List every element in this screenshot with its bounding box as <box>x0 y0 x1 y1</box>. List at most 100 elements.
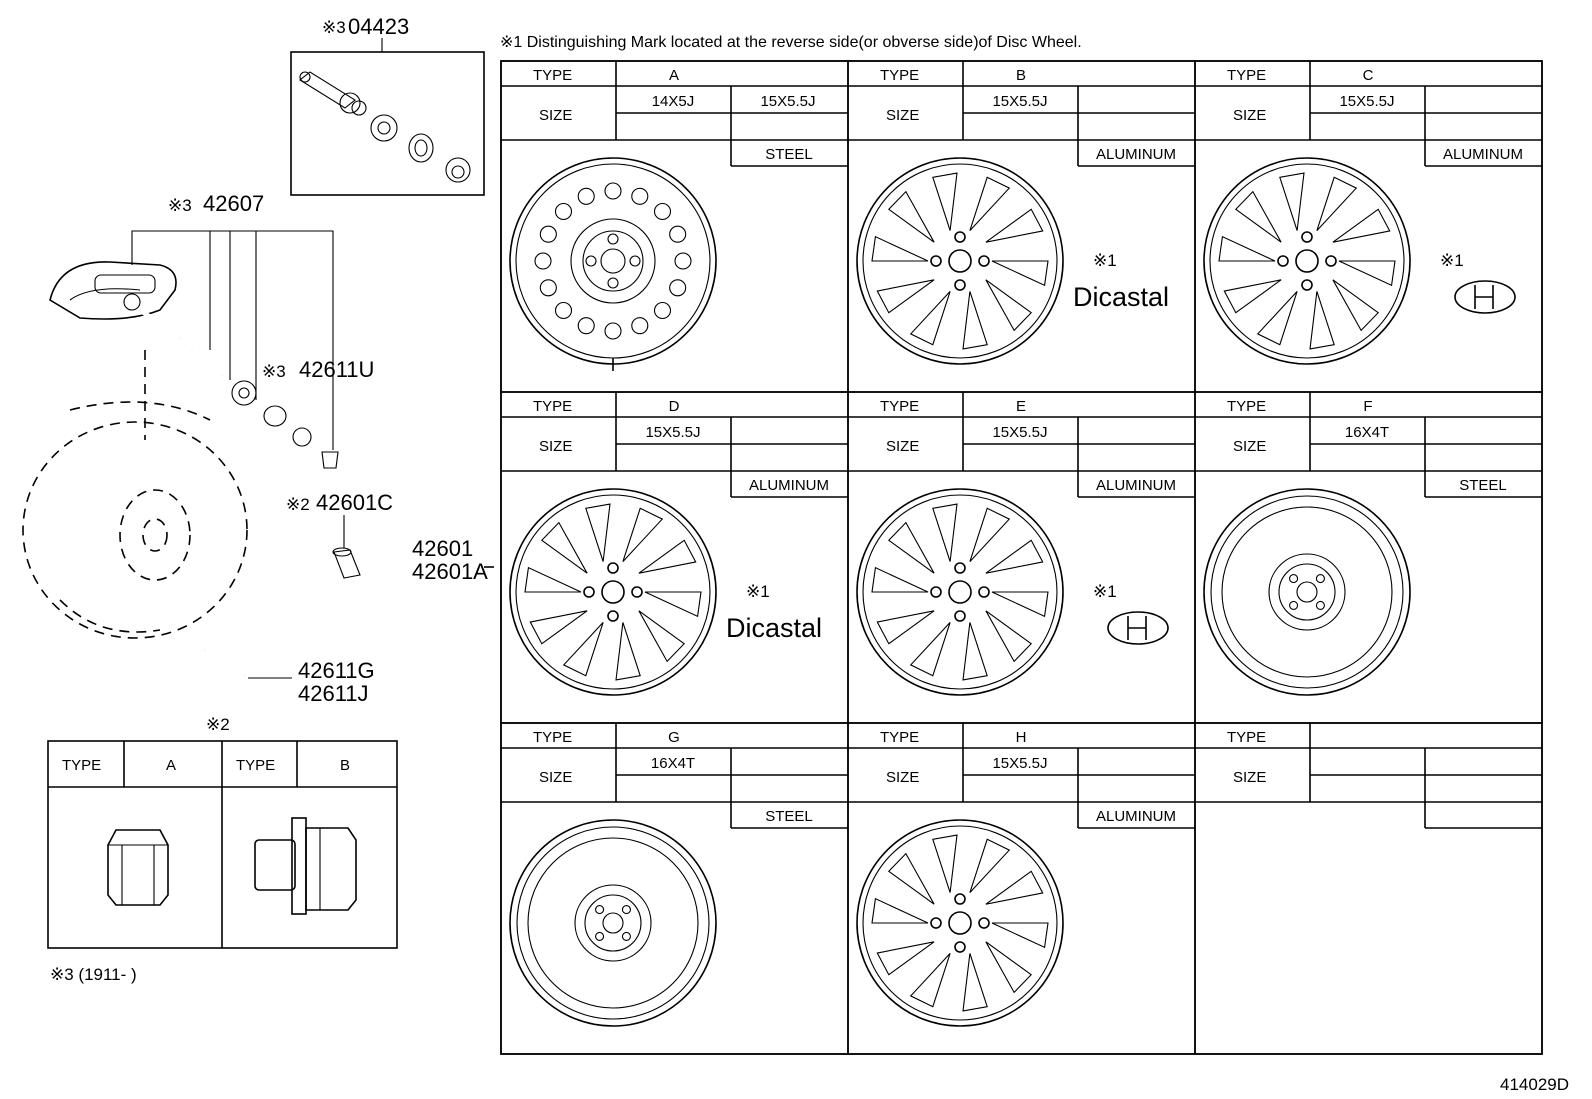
type-value: A <box>669 67 679 84</box>
nut-a-icon <box>107 829 169 906</box>
type-label: TYPE <box>1227 398 1266 415</box>
type-label: TYPE <box>880 67 919 84</box>
size-label: SIZE <box>539 438 572 455</box>
size-label: SIZE <box>1233 438 1266 455</box>
distinguishing-mark-note: ※1 Distinguishing Mark located at the re… <box>500 34 1082 51</box>
material-label: ALUMINUM <box>1096 146 1176 163</box>
nut-type-b: B <box>340 757 350 774</box>
wheel-alloy_wide-icon <box>856 819 1064 1027</box>
material-label: STEEL <box>765 808 813 825</box>
material-label: ALUMINUM <box>1096 808 1176 825</box>
type-value: C <box>1363 67 1374 84</box>
wheel-cell-h: TYPE H SIZE 15X5.5J ALUMINUM <box>847 722 1196 1055</box>
wheel-alloy_split-icon <box>856 488 1064 696</box>
tpms-sensor-icon <box>49 261 182 341</box>
nut-b-icon <box>254 817 357 915</box>
type-label: TYPE <box>533 67 572 84</box>
wheel-alloy_double-icon <box>856 157 1064 365</box>
wheel-cell-c: TYPE C SIZE 15X5.5J ALUMINUM ※1 <box>1194 60 1543 393</box>
distinguishing-mark: ※1 <box>1093 251 1117 270</box>
wheel-spare_small-icon <box>509 819 717 1027</box>
distinguishing-mark: ※1 <box>746 582 770 601</box>
material-label: ALUMINUM <box>1443 146 1523 163</box>
size-label: SIZE <box>886 107 919 124</box>
nut-type-label-b: TYPE <box>236 757 275 774</box>
valve-kit-parts-icon <box>299 71 471 183</box>
size-label: SIZE <box>1233 769 1266 786</box>
valve-kit-box <box>290 51 485 196</box>
size-label: SIZE <box>539 107 572 124</box>
wheel-spare-icon <box>1203 488 1411 696</box>
tire-icon <box>22 350 248 639</box>
wheel-cell-a: TYPE A SIZE 14X5J 15X5.5J STEEL <box>500 60 849 393</box>
type-value: E <box>1016 398 1026 415</box>
type-label: TYPE <box>880 729 919 746</box>
valve-parts-icon <box>190 348 339 469</box>
valve-stem-icon <box>202 645 292 680</box>
wheel-alloy_split-icon <box>509 488 717 696</box>
material-label: ALUMINUM <box>749 477 829 494</box>
size-value: 15X5.5J <box>992 755 1047 772</box>
part-number-42607[interactable]: 42607 <box>203 191 264 216</box>
dicastal-logo: Dicastal <box>1073 282 1169 312</box>
wheel-cell-e: TYPE E SIZE 15X5.5J ALUMINUM ※1 <box>847 391 1196 724</box>
material-label: ALUMINUM <box>1096 477 1176 494</box>
nut-type-label-a: TYPE <box>62 757 101 774</box>
size-value: 14X5J <box>652 93 695 110</box>
type-value: B <box>1016 67 1026 84</box>
type-label: TYPE <box>533 729 572 746</box>
type-value: D <box>669 398 680 415</box>
distinguishing-mark: ※1 <box>1093 582 1117 601</box>
material-label: STEEL <box>1459 477 1507 494</box>
nut-table-mark: ※2 <box>206 715 230 734</box>
part-number-42611G[interactable]: 42611G <box>298 658 375 683</box>
type-value: H <box>1016 729 1027 746</box>
type-label: TYPE <box>1227 729 1266 746</box>
wheel-alloy_double-icon <box>1203 157 1411 365</box>
wheel-cell-g: TYPE G SIZE 16X4T STEEL <box>500 722 849 1055</box>
wheel-cell-blank: TYPE SIZE <box>1194 722 1543 1055</box>
diagram-code: 414029D <box>1500 1075 1569 1094</box>
valve-set-prefix: ※3 <box>262 362 286 381</box>
part-number-42601C[interactable]: 42601C <box>316 490 393 515</box>
size-label: SIZE <box>539 769 572 786</box>
size-value: 15X5.5J <box>992 93 1047 110</box>
hd-logo-icon <box>1454 280 1516 314</box>
dicastal-logo: Dicastal <box>726 613 822 643</box>
footnote: ※3 (1911- ) <box>50 965 137 984</box>
size-value: 16X4T <box>1345 424 1389 441</box>
type-label: TYPE <box>533 398 572 415</box>
type-label: TYPE <box>880 398 919 415</box>
wheel-cell-f: TYPE F SIZE 16X4T STEEL <box>1194 391 1543 724</box>
size-value: 16X4T <box>651 755 695 772</box>
size-value: 15X5.5J <box>992 424 1047 441</box>
part-number-42601[interactable]: 42601 <box>412 536 473 561</box>
size-value: 15X5.5J <box>760 93 815 110</box>
size-label: SIZE <box>886 769 919 786</box>
nut-type-table: TYPE A TYPE B <box>47 740 398 949</box>
material-label: STEEL <box>765 146 813 163</box>
type-label: TYPE <box>1227 67 1266 84</box>
type-value: F <box>1363 398 1372 415</box>
size-value: 15X5.5J <box>645 424 700 441</box>
part-number-04423[interactable]: 04423 <box>348 14 409 39</box>
nut-type-a: A <box>166 757 176 774</box>
part-number-42601A[interactable]: 42601A <box>412 559 488 584</box>
hd-logo-icon <box>1107 611 1169 645</box>
valve-kit-prefix: ※3 <box>322 18 346 37</box>
size-label: SIZE <box>886 438 919 455</box>
wheel-steel-icon <box>509 157 717 371</box>
tpms-prefix: ※3 <box>168 196 192 215</box>
wheel-type-table: TYPE A SIZE 14X5J 15X5.5J STEEL TYPE B SIZE 15X5.… <box>500 60 1543 1055</box>
hub-nut-icon <box>332 547 361 579</box>
hub-nut-prefix: ※2 <box>286 495 310 514</box>
distinguishing-mark: ※1 <box>1440 251 1464 270</box>
size-value: 15X5.5J <box>1339 93 1394 110</box>
type-value: G <box>668 729 680 746</box>
part-number-42611U[interactable]: 42611U <box>299 357 374 382</box>
size-label: SIZE <box>1233 107 1266 124</box>
part-number-42611J[interactable]: 42611J <box>298 681 369 706</box>
